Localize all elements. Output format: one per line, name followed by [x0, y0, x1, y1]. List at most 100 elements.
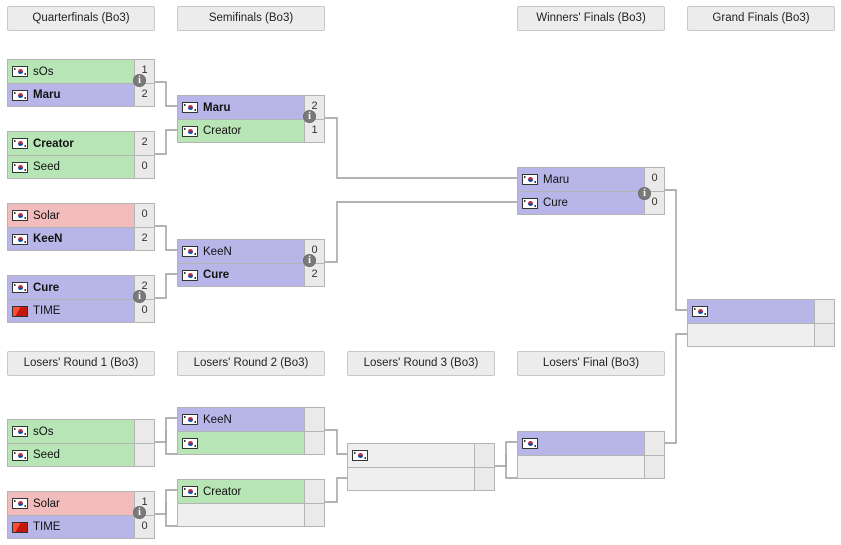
- match-lr3-top-row[interactable]: [348, 444, 494, 467]
- opponent-cell: Solar: [8, 492, 134, 515]
- score-cell: [304, 504, 324, 526]
- player-name[interactable]: KeeN: [203, 245, 232, 258]
- player-name[interactable]: Maru: [203, 101, 231, 114]
- score-cell: [134, 444, 154, 466]
- match-lf[interactable]: [517, 431, 665, 479]
- player-name[interactable]: Seed: [33, 449, 60, 461]
- connector-line-7: [665, 333, 687, 444]
- match-qf4-bottom-row[interactable]: TIME 0: [8, 299, 154, 322]
- south-korea-flag-icon: [12, 210, 28, 221]
- round-header-7: Losers' Final (Bo3): [517, 351, 665, 376]
- match-qf2-bottom-row[interactable]: Seed 0: [8, 155, 154, 178]
- score-cell: [304, 408, 324, 431]
- match-gf-top-row[interactable]: [688, 300, 834, 323]
- score-cell: 0: [134, 300, 154, 322]
- south-korea-flag-icon: [12, 89, 28, 101]
- south-korea-flag-icon: [522, 197, 538, 209]
- south-korea-flag-icon: [182, 486, 198, 497]
- match-lr2b-bottom-row[interactable]: [178, 503, 324, 526]
- score-cell: 0: [644, 168, 664, 191]
- opponent-cell: TIME: [8, 516, 134, 538]
- opponent-cell: KeeN: [8, 228, 134, 250]
- match-info-icon[interactable]: i: [638, 187, 651, 200]
- match-info-icon[interactable]: i: [133, 506, 146, 519]
- connector-line-13: [325, 477, 347, 503]
- player-name[interactable]: Solar: [33, 209, 60, 222]
- round-header-3: Grand Finals (Bo3): [687, 6, 835, 31]
- player-name[interactable]: Maru: [33, 89, 61, 101]
- score-cell: [304, 480, 324, 503]
- player-name[interactable]: Solar: [33, 497, 60, 510]
- connector-line-5: [325, 201, 517, 263]
- match-lr2b[interactable]: Creator: [177, 479, 325, 527]
- connector-line-4: [325, 117, 517, 179]
- match-lr1a-bottom-row[interactable]: Seed: [8, 443, 154, 466]
- match-lr2b-top-row[interactable]: Creator: [178, 480, 324, 503]
- player-name[interactable]: Cure: [203, 269, 230, 281]
- connector-line-0: [155, 81, 177, 107]
- connector-line-10: [155, 489, 177, 515]
- connector-line-11: [165, 502, 177, 527]
- player-name[interactable]: Creator: [203, 125, 242, 137]
- score-cell: 0: [134, 156, 154, 178]
- player-name[interactable]: sOs: [33, 65, 54, 78]
- match-lf-bottom-row[interactable]: [518, 455, 664, 478]
- match-lr1a-top-row[interactable]: sOs: [8, 420, 154, 443]
- south-korea-flag-icon: [12, 161, 28, 173]
- south-korea-flag-icon: [522, 438, 538, 449]
- player-name[interactable]: TIME: [33, 305, 61, 317]
- player-name[interactable]: Creator: [203, 485, 242, 498]
- score-cell: 2: [134, 132, 154, 155]
- match-lf-top-row[interactable]: [518, 432, 664, 455]
- match-info-icon[interactable]: i: [303, 110, 316, 123]
- score-cell: [644, 456, 664, 478]
- player-name[interactable]: Seed: [33, 161, 60, 173]
- round-header-6: Losers' Round 3 (Bo3): [347, 351, 495, 376]
- opponent-cell: sOs: [8, 420, 134, 443]
- match-info-icon[interactable]: i: [303, 254, 316, 267]
- match-lr2a-top-row[interactable]: KeeN: [178, 408, 324, 431]
- match-gf[interactable]: [687, 299, 835, 347]
- player-name[interactable]: Creator: [33, 137, 74, 150]
- match-qf2-top-row[interactable]: Creator 2: [8, 132, 154, 155]
- match-lr3-bottom-row[interactable]: [348, 467, 494, 490]
- player-name[interactable]: KeeN: [33, 233, 63, 245]
- player-name[interactable]: Maru: [543, 173, 570, 186]
- round-header-4: Losers' Round 1 (Bo3): [7, 351, 155, 376]
- player-name[interactable]: Cure: [543, 197, 568, 209]
- match-info-icon[interactable]: i: [133, 290, 146, 303]
- match-gf-bottom-row[interactable]: [688, 323, 834, 346]
- opponent-cell: Cure: [178, 264, 304, 286]
- match-lr3[interactable]: [347, 443, 495, 491]
- player-name[interactable]: sOs: [33, 425, 54, 438]
- match-lr2a-bottom-row[interactable]: [178, 431, 324, 454]
- match-lr2a[interactable]: KeeN: [177, 407, 325, 455]
- player-name[interactable]: KeeN: [203, 413, 232, 426]
- player-name[interactable]: Cure: [33, 281, 60, 294]
- connector-line-6: [665, 189, 687, 311]
- connector-line-2: [155, 225, 177, 251]
- match-qf3-bottom-row[interactable]: KeeN 2: [8, 227, 154, 250]
- match-wf-top-row[interactable]: Maru 0: [518, 168, 664, 191]
- match-info-icon[interactable]: i: [133, 74, 146, 87]
- player-name[interactable]: TIME: [33, 521, 61, 533]
- score-cell: 2: [134, 228, 154, 250]
